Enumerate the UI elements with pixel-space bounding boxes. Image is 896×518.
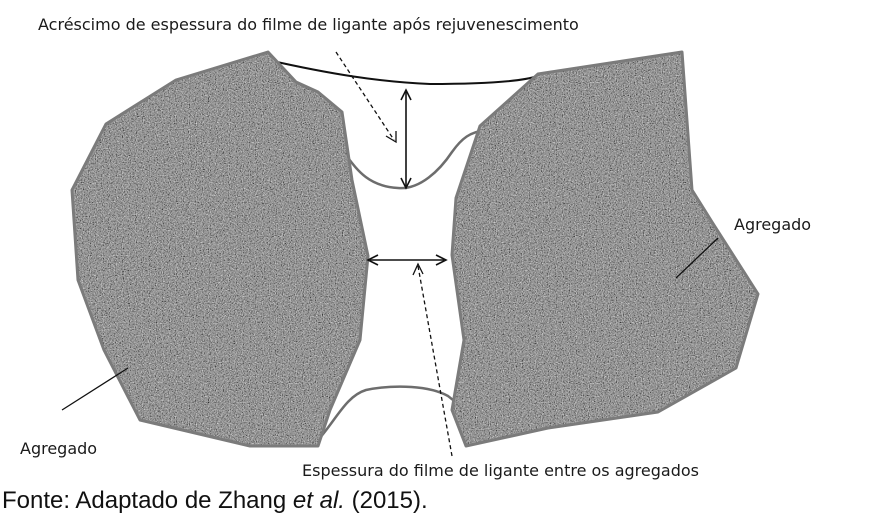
label-aggregate-left: Agregado <box>20 439 97 458</box>
vertical-thickness-arrow <box>400 88 412 190</box>
figure-caption: Fonte: Adaptado de Zhang et al. (2015). <box>2 487 428 515</box>
left-aggregate-leader <box>61 367 129 411</box>
label-added-binder-thickness: Acréscimo de espessura do filme de ligan… <box>38 15 579 34</box>
aggregate-right <box>450 50 760 448</box>
bottom-label-dashed-pointer <box>412 262 453 457</box>
caption-prefix: Fonte: Adaptado de Zhang <box>2 487 293 514</box>
right-aggregate-leader <box>675 237 719 279</box>
horizontal-thickness-arrow <box>366 254 448 266</box>
aggregate-left <box>70 50 370 448</box>
caption-italic: et al. <box>292 487 345 514</box>
caption-suffix: (2015). <box>344 487 428 514</box>
label-aggregate-right: Agregado <box>734 215 811 234</box>
top-label-dashed-pointer <box>335 51 397 144</box>
label-binder-thickness-between: Espessura do filme de ligante entre os a… <box>302 461 699 480</box>
